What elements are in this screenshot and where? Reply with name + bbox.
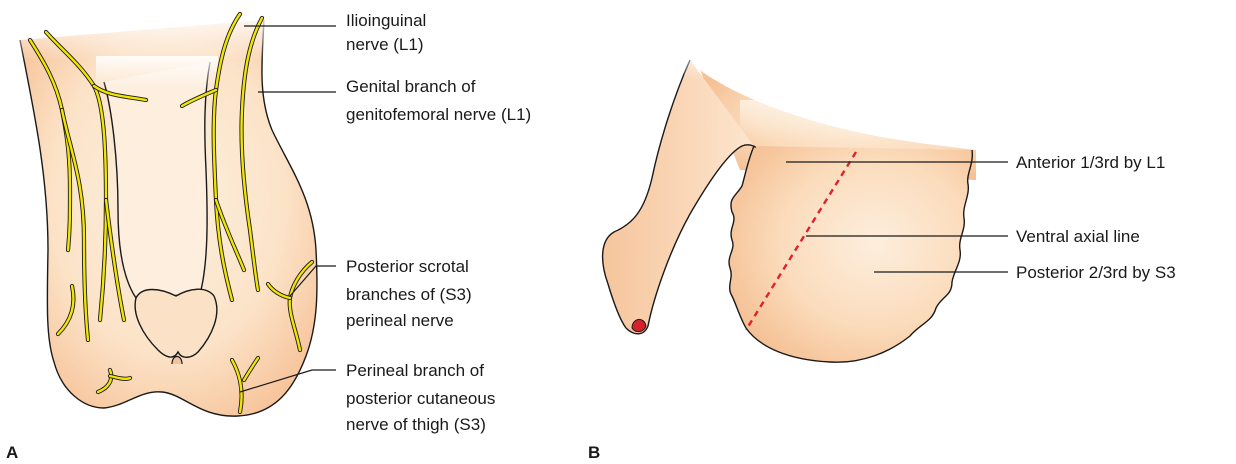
label-genital-branch: Genital branch of genitofemoral nerve (L… xyxy=(346,77,531,124)
label-ventral-axial-line: Ventral axial line xyxy=(1016,227,1140,246)
label-posterior-two-thirds: Posterior 2/3rd by S3 xyxy=(1016,263,1176,282)
meatus xyxy=(632,319,646,331)
label-posterior-scrotal: Posterior scrotal branches of (S3) perin… xyxy=(346,257,476,330)
label-ilioinguinal: Ilioinguinal nerve (L1) xyxy=(346,11,431,54)
panel-a-label: A xyxy=(6,443,18,462)
urethral-opening xyxy=(172,357,182,365)
scrotum-side xyxy=(729,146,972,362)
label-perineal-branch: Perineal branch of posterior cutaneous n… xyxy=(346,361,500,434)
panel-b: Anterior 1/3rd by L1 Ventral axial line … xyxy=(588,40,1176,462)
panel-b-label: B xyxy=(588,443,600,462)
panel-a: Ilioinguinal nerve (L1) Genital branch o… xyxy=(6,10,531,462)
label-anterior-third: Anterior 1/3rd by L1 xyxy=(1016,153,1165,172)
